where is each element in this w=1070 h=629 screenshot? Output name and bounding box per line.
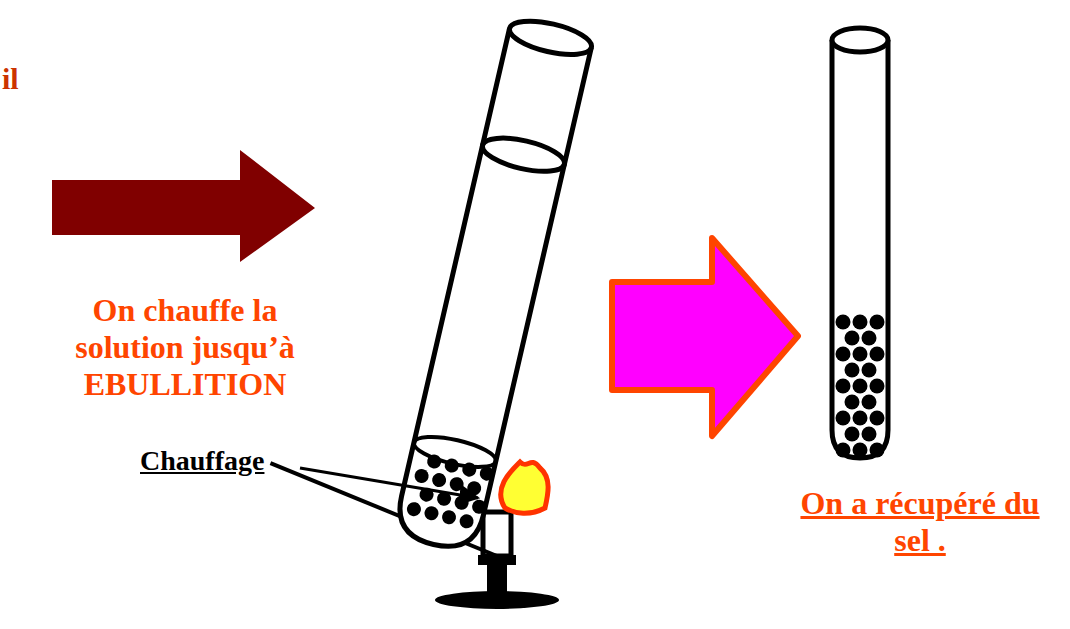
result-caption: On a récupéré du sel . bbox=[790, 485, 1050, 559]
leader-line bbox=[300, 468, 478, 498]
test-tube bbox=[393, 15, 596, 554]
flame bbox=[501, 462, 548, 513]
step-caption: On chauffe la solution jusqu’à EBULLITIO… bbox=[50, 292, 320, 402]
part-label: Chauffage bbox=[140, 445, 264, 477]
result-arrow bbox=[612, 238, 798, 436]
cut-text: il bbox=[2, 62, 62, 97]
test-tube bbox=[832, 28, 888, 458]
process-arrow bbox=[52, 150, 315, 262]
